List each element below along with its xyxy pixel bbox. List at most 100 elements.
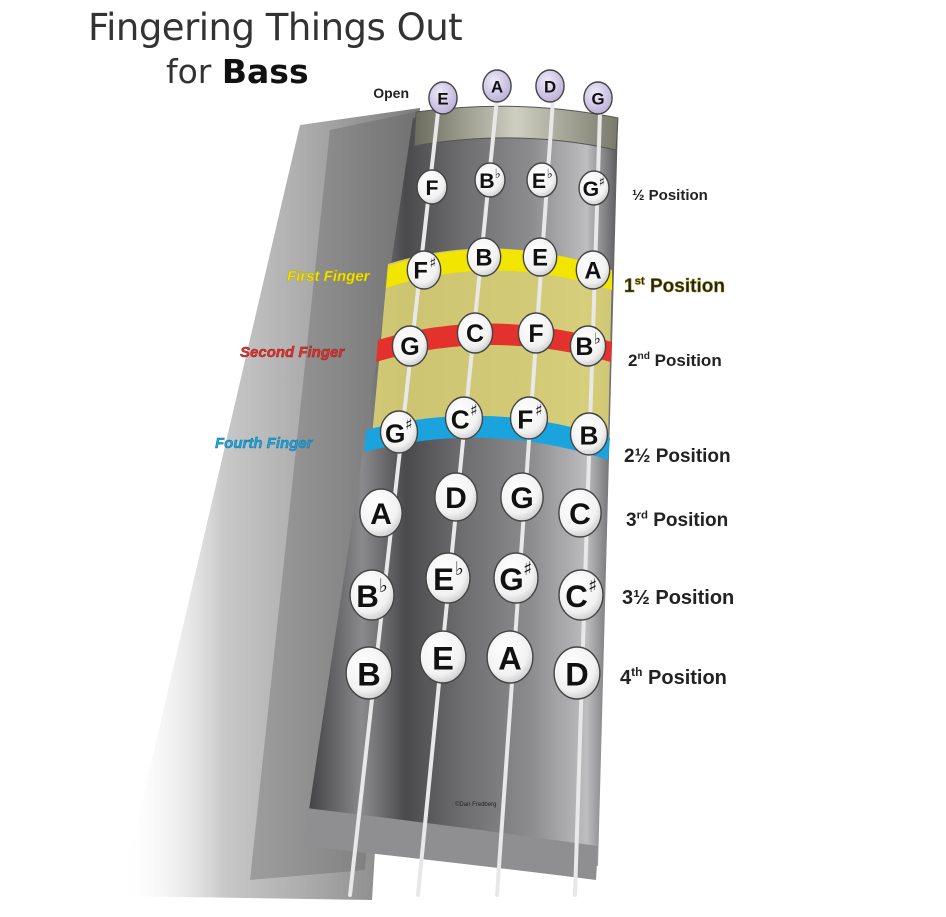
- note-letter: D: [445, 482, 467, 515]
- note-circle: [517, 312, 555, 354]
- note-letter: B: [479, 169, 494, 193]
- page-subtitle: for Bass: [166, 52, 309, 91]
- note-circle: [558, 569, 604, 621]
- note-marker: B: [569, 412, 609, 456]
- note-circle: [379, 410, 419, 454]
- note-letter: A: [584, 258, 601, 285]
- note-accidental: ♭: [379, 576, 388, 597]
- position-label: 1st Position: [624, 275, 725, 297]
- note-circle: [428, 81, 458, 115]
- note-letter: G: [499, 562, 523, 597]
- note-marker: B♭: [569, 325, 607, 367]
- note-marker: B♭: [474, 162, 506, 198]
- note-circle: [474, 162, 506, 198]
- note-circle: [345, 646, 393, 700]
- note-letter: E: [433, 562, 454, 597]
- open-string-note: D: [535, 69, 565, 103]
- note-circle: [391, 325, 429, 367]
- note-marker: B♭: [349, 569, 395, 621]
- note-circle: [349, 569, 395, 621]
- note-letter: E: [432, 641, 454, 677]
- note-letter: A: [370, 498, 392, 531]
- note-circle: [359, 488, 403, 538]
- position-labels: ½ Position 1st Position 2nd Position 2½ Pos…: [620, 187, 734, 689]
- page-title: Fingering Things Out: [88, 6, 463, 49]
- position-label: 2½ Position: [624, 446, 731, 467]
- note-circle: [553, 646, 601, 700]
- note-circle: [578, 170, 610, 206]
- note-circle: [406, 250, 442, 290]
- note-marker: G♯: [379, 410, 419, 454]
- note-circle: [434, 472, 478, 522]
- open-string-note: A: [482, 69, 512, 103]
- note-circle: [535, 69, 565, 103]
- note-accidental: ♭: [594, 330, 601, 348]
- note-marker: E: [419, 630, 467, 684]
- position-label: 4th Position: [620, 665, 727, 689]
- position-label: ½ Position: [632, 187, 708, 204]
- note-letter: G: [510, 482, 533, 515]
- note-circle: [425, 552, 471, 604]
- note-marker: F♯: [406, 250, 442, 290]
- note-marker: E♭: [526, 162, 558, 198]
- note-letter: C: [565, 579, 588, 614]
- note-circle: [419, 630, 467, 684]
- note-marker: C: [456, 312, 494, 354]
- note-marker: B: [345, 646, 393, 700]
- note-letter: G: [400, 333, 419, 361]
- nut: [413, 105, 619, 151]
- subtitle-instrument: Bass: [221, 52, 309, 91]
- neck-end-edge: [304, 808, 598, 880]
- position-label: 3rd Position: [626, 509, 728, 531]
- note-accidental: ♭: [455, 559, 464, 580]
- note-marker: E: [522, 237, 558, 277]
- finger-label-first: First Finger: [287, 268, 371, 285]
- note-marker: D: [434, 472, 478, 522]
- note-accidental: ♯: [523, 559, 532, 580]
- position-label: 2nd Position: [628, 351, 722, 370]
- note-circle: [526, 162, 558, 198]
- note-circle: [456, 312, 494, 354]
- credit-text: ©Dan Fredberg: [455, 801, 496, 808]
- note-marker: E♭: [425, 552, 471, 604]
- note-letter: F: [413, 258, 428, 285]
- note-marker: G♯: [493, 552, 539, 604]
- open-string-note: E: [428, 81, 458, 115]
- note-circle: [493, 552, 539, 604]
- note-letter: G: [583, 177, 600, 201]
- note-letter: F: [426, 176, 439, 200]
- note-letter: A: [498, 641, 521, 677]
- open-label: Open: [373, 85, 409, 101]
- note-marker: G: [500, 472, 544, 522]
- note-accidental: ♯: [588, 576, 597, 597]
- note-circle: [466, 237, 502, 277]
- note-marker: B: [466, 237, 502, 277]
- note-letter: D: [565, 657, 588, 693]
- note-circle: [486, 630, 534, 684]
- note-circle: [583, 81, 613, 115]
- note-marker: F: [416, 169, 448, 205]
- note-letter: B: [580, 420, 599, 450]
- note-circle: [569, 412, 609, 456]
- note-circle: [444, 396, 484, 440]
- note-marker: G: [391, 325, 429, 367]
- note-circle: [509, 396, 549, 440]
- open-string-note: G: [583, 81, 613, 115]
- fourth-finger-stripe: [364, 415, 610, 460]
- note-circle: [569, 325, 607, 367]
- title-block: Fingering Things Out for Bass: [88, 6, 463, 91]
- note-letter: B: [575, 333, 593, 361]
- note-letter: C: [451, 404, 470, 434]
- note-letter: E: [532, 169, 546, 193]
- note-letter: F: [528, 320, 543, 348]
- note-marker: F: [517, 312, 555, 354]
- note-accidental: ♯: [470, 400, 478, 419]
- note-circle: [522, 237, 558, 277]
- note-letter: C: [466, 320, 484, 348]
- note-letter: A: [491, 77, 503, 96]
- subtitle-prefix: for: [166, 52, 222, 91]
- note-marker: A: [575, 250, 611, 290]
- note-letter: B: [356, 579, 379, 614]
